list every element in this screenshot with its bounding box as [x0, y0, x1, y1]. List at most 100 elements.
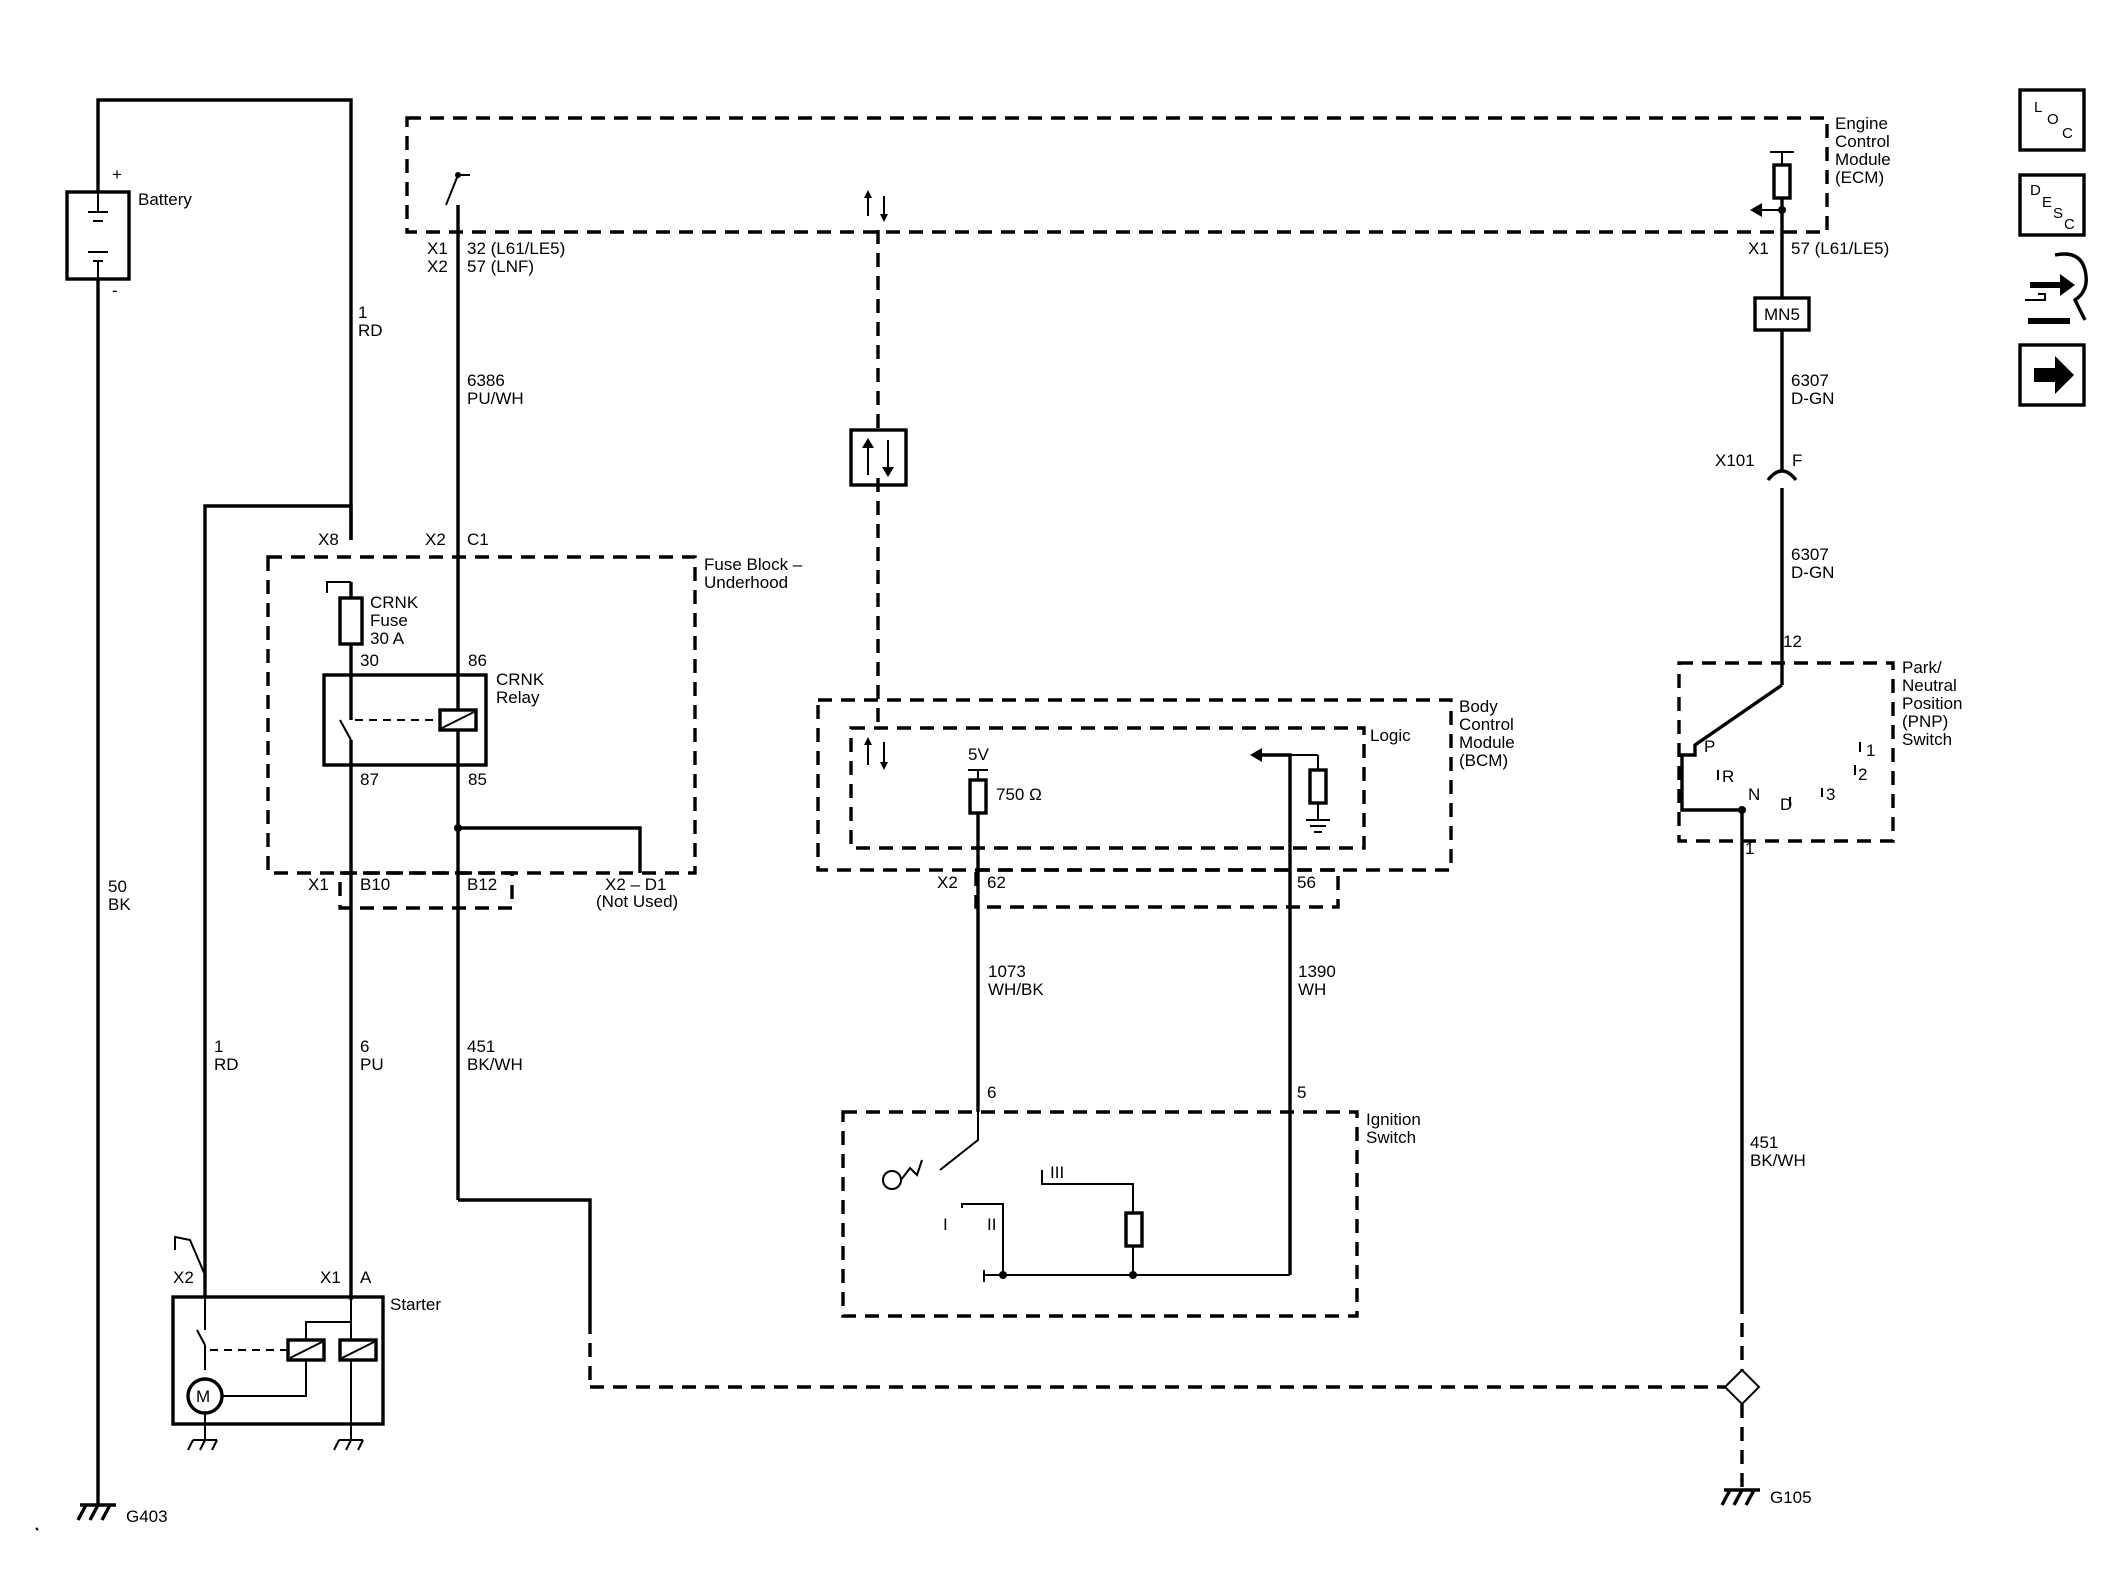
fuse-block-box — [266, 555, 697, 875]
desc-icon[interactable]: D E S C — [2018, 173, 2086, 237]
svg-text:X1: X1 — [427, 239, 448, 258]
svg-text:D-GN: D-GN — [1791, 563, 1834, 582]
svg-text:6307: 6307 — [1791, 545, 1829, 564]
pnp-n: N — [1748, 785, 1760, 804]
connector-labels: X1 X2 32 (L61/LE5) 57 (LNF) X1 57 (L61/L… — [173, 239, 1889, 1287]
ignition-switch-internals: I II III — [882, 1112, 1290, 1282]
svg-text:6: 6 — [360, 1037, 369, 1056]
svg-text:6307: 6307 — [1791, 371, 1829, 390]
pnp-switch-internals: P R N D 3 2 1 — [1704, 737, 1875, 814]
svg-text:X2 – D1: X2 – D1 — [605, 875, 666, 894]
svg-text:6386: 6386 — [467, 371, 505, 390]
pnp-switch-box — [1677, 661, 1895, 843]
svg-text:Engine: Engine — [1835, 114, 1888, 133]
wire-battery-circuit — [96, 98, 353, 1505]
connector-icon[interactable] — [2025, 252, 2088, 324]
svg-text:C: C — [2064, 216, 2075, 233]
bcm-5v-label: 5V — [968, 745, 989, 764]
svg-text:Underhood: Underhood — [704, 573, 788, 592]
svg-text:1390: 1390 — [1298, 962, 1336, 981]
pnp-3: 3 — [1826, 785, 1835, 804]
svg-text:S: S — [2053, 205, 2063, 222]
svg-text:CRNK: CRNK — [496, 670, 545, 689]
crnk-fuse: CRNK Fuse 30 A — [326, 581, 419, 675]
svg-text:B10: B10 — [360, 875, 390, 894]
svg-text:X101: X101 — [1715, 451, 1755, 470]
svg-text:1: 1 — [1745, 839, 1754, 858]
svg-text:F: F — [1792, 451, 1802, 470]
ground-g403-label: G403 — [126, 1507, 168, 1526]
svg-text:451: 451 — [467, 1037, 495, 1056]
pnp-r: R — [1722, 767, 1734, 786]
ignition-pos-1: I — [943, 1215, 948, 1234]
pnp-switch-label: Park/ Neutral Position (PNP) Switch — [1902, 658, 1962, 749]
svg-text:Switch: Switch — [1366, 1128, 1416, 1147]
svg-text:Module: Module — [1835, 150, 1891, 169]
svg-text:A: A — [360, 1268, 372, 1287]
svg-text:X2: X2 — [427, 257, 448, 276]
wire-relay-85-branch — [454, 824, 642, 873]
svg-text:5: 5 — [1297, 1083, 1306, 1102]
svg-text:X2: X2 — [937, 873, 958, 892]
bcm-connector-x2 — [974, 868, 1340, 909]
svg-text:1: 1 — [358, 303, 367, 322]
svg-text:Fuse Block –: Fuse Block – — [704, 555, 803, 574]
svg-text:Switch: Switch — [1902, 730, 1952, 749]
svg-text:Position: Position — [1902, 694, 1962, 713]
svg-text:Control: Control — [1459, 715, 1514, 734]
ecm-box — [405, 116, 1829, 234]
bcm-resistor-label: 750 Ω — [996, 785, 1042, 804]
loc-icon[interactable]: L O C — [2018, 88, 2086, 152]
svg-text:451: 451 — [1750, 1133, 1778, 1152]
svg-text:X2: X2 — [173, 1268, 194, 1287]
bcm-5v-pullup: 5V 750 Ω — [968, 745, 1042, 1112]
relay-pin-85: 85 — [468, 770, 487, 789]
pnp-p: P — [1704, 737, 1715, 756]
svg-text:Ignition: Ignition — [1366, 1110, 1421, 1129]
svg-text:Module: Module — [1459, 733, 1515, 752]
svg-text:57 (LNF): 57 (LNF) — [467, 257, 534, 276]
bcm-label: Body Control Module (BCM) Logic — [1370, 697, 1515, 770]
svg-text:Relay: Relay — [496, 688, 540, 707]
svg-text:CRNK: CRNK — [370, 593, 419, 612]
svg-text:C1: C1 — [467, 530, 489, 549]
svg-text:50: 50 — [108, 877, 127, 896]
svg-text:B12: B12 — [467, 875, 497, 894]
svg-text:RD: RD — [358, 321, 383, 340]
ignition-pos-2: II — [987, 1215, 996, 1234]
svg-text:X8: X8 — [318, 530, 339, 549]
fuse-block-connector-x1 — [338, 871, 514, 910]
ground-g105-label: G105 — [1770, 1488, 1812, 1507]
next-arrow-icon[interactable] — [2018, 343, 2086, 407]
battery-minus: - — [112, 281, 118, 300]
svg-text:MN5: MN5 — [1764, 305, 1800, 324]
ecm-label: Engine Control Module (ECM) — [1835, 114, 1891, 187]
serial-data-link — [864, 190, 888, 728]
svg-text:1: 1 — [214, 1037, 223, 1056]
relay-pin-86: 86 — [468, 651, 487, 670]
battery-label: Battery — [138, 190, 192, 209]
ground-g105: G105 — [1720, 1488, 1812, 1507]
splice-mn5: MN5 — [1753, 296, 1811, 332]
wire-starter-feed — [203, 504, 353, 1297]
pnp-1: 1 — [1866, 741, 1875, 760]
pnp-2: 2 — [1858, 765, 1867, 784]
svg-text:Neutral: Neutral — [1902, 676, 1957, 695]
svg-text:Fuse: Fuse — [370, 611, 408, 630]
svg-text:57 (L61/LE5): 57 (L61/LE5) — [1791, 239, 1889, 258]
svg-text:X2: X2 — [425, 530, 446, 549]
svg-text:(BCM): (BCM) — [1459, 751, 1508, 770]
wire-crnk-relay-feed — [456, 205, 1725, 1389]
serial-data-symbol — [849, 428, 908, 487]
battery: + - Battery — [65, 165, 192, 300]
svg-text:32 (L61/LE5): 32 (L61/LE5) — [467, 239, 565, 258]
wire-6307 — [1680, 330, 1798, 812]
ground-g403: G403 — [76, 1503, 168, 1526]
bcm-input-56 — [1250, 748, 1330, 1275]
svg-text:BK/WH: BK/WH — [467, 1055, 523, 1074]
svg-text:BK: BK — [108, 895, 131, 914]
relay-pin-87: 87 — [360, 770, 379, 789]
ground-splice-diamond — [1723, 1368, 1761, 1406]
svg-text:L: L — [2034, 99, 2042, 116]
svg-text:BK/WH: BK/WH — [1750, 1151, 1806, 1170]
